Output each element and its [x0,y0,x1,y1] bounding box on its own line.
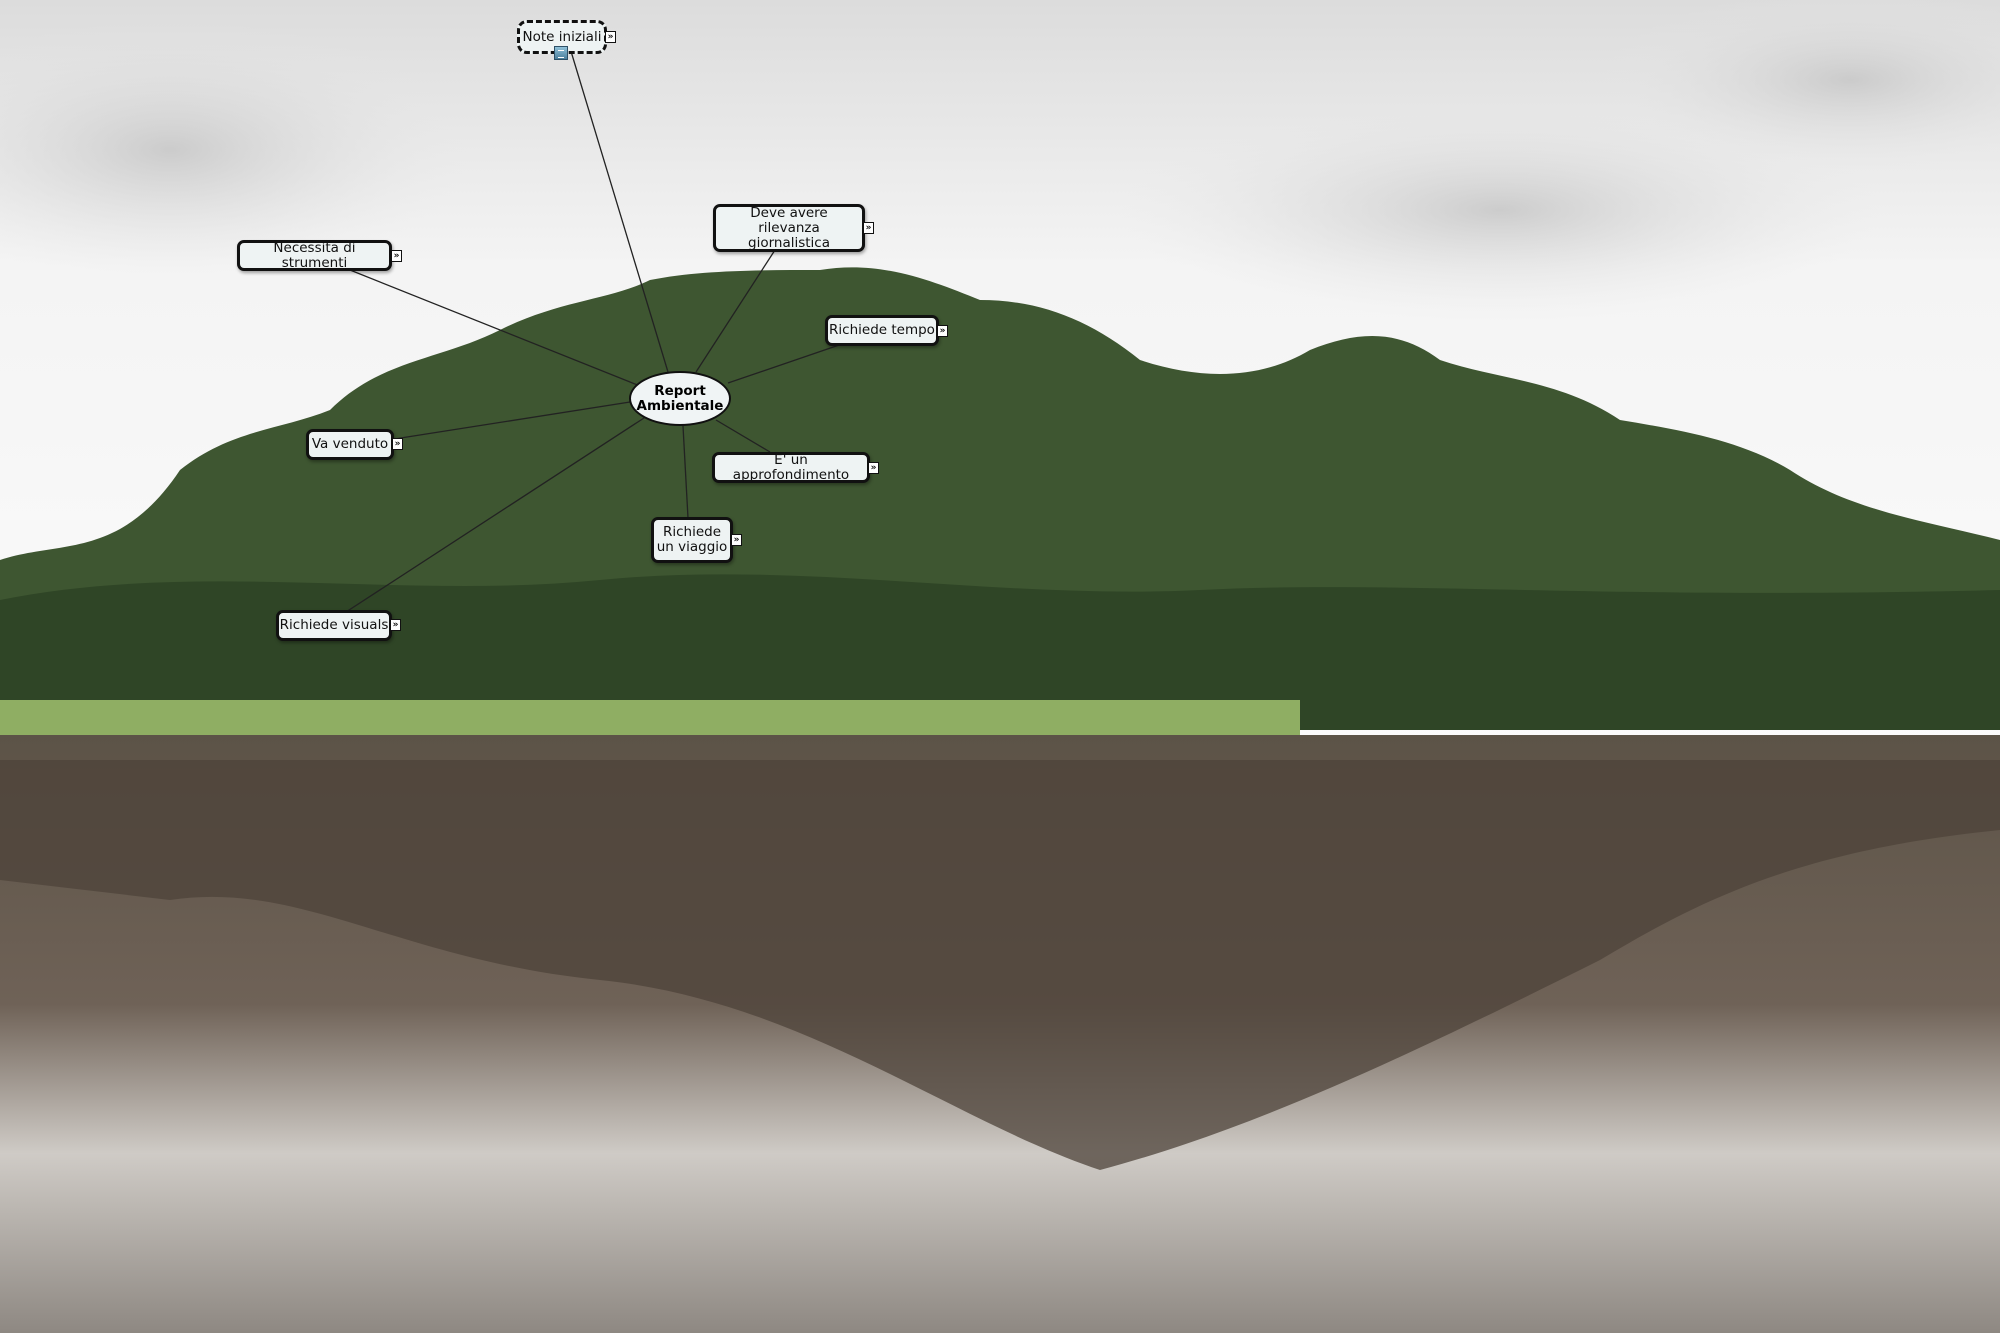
expand-richiede-visuals-button[interactable]: » [390,619,401,631]
topic-rilevanza[interactable]: Deve avere rilevanza giornalistica [713,204,865,252]
topic-richiede-visuals[interactable]: Richiede visuals [276,610,392,641]
topic-necessita-strumenti[interactable]: Necessita di strumenti [237,240,392,271]
central-topic[interactable]: Report Ambientale [629,371,731,426]
link-richiede-viaggio [682,425,689,519]
expand-richiede-viaggio-button[interactable]: » [731,534,742,546]
link-rilevanza [695,249,776,373]
expand-rilevanza-button[interactable]: » [863,222,874,234]
link-richiede-visuals [345,417,645,613]
expand-necessita-strumenti-button[interactable]: » [391,250,402,262]
link-va-venduto [387,401,631,441]
link-approfondimento [715,419,771,453]
link-note-iniziali [569,47,669,373]
link-richiede-tempo [727,342,846,384]
expand-va-venduto-button[interactable]: » [392,438,403,450]
expand-richiede-tempo-button[interactable]: » [937,325,948,337]
note-icon[interactable] [554,46,568,60]
expand-approfondimento-button[interactable]: » [868,462,879,474]
topic-va-venduto[interactable]: Va venduto [306,429,394,460]
expand-note-iniziali-button[interactable]: » [605,31,616,43]
topic-approfondimento[interactable]: E' un approfondimento [712,452,870,483]
topic-richiede-viaggio[interactable]: Richiede un viaggio [651,517,733,563]
link-necessita-strumenti [339,265,641,387]
topic-richiede-tempo[interactable]: Richiede tempo [825,315,939,346]
